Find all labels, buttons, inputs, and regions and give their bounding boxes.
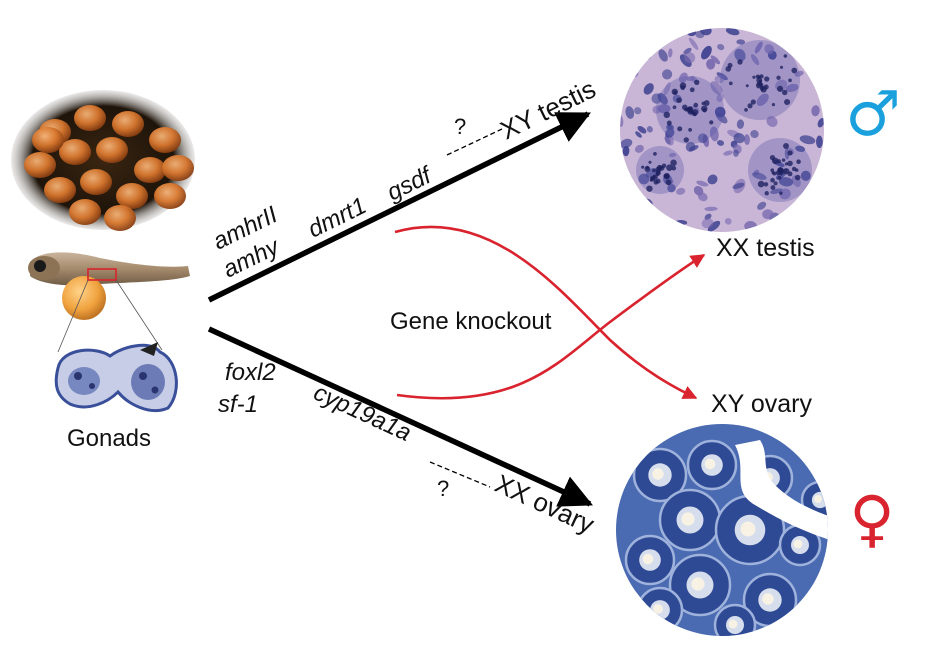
larva-image: [28, 252, 190, 353]
gonad-section-image: [54, 342, 178, 413]
testis-histology-image: [620, 28, 824, 232]
gene-cyp19a1a: cyp19a1a: [309, 379, 415, 447]
female-symbol-icon: ♀: [849, 482, 894, 555]
male-symbol-icon: ♂: [845, 77, 901, 150]
gonad-region-highlight: [87, 268, 117, 281]
xy-ovary-label: XY ovary: [711, 390, 812, 418]
ovary-histology-image: [616, 424, 828, 636]
gene-sf-1: sf-1: [218, 391, 258, 418]
gene-foxl2: foxl2: [225, 359, 276, 386]
gonads-label: Gonads: [67, 425, 151, 452]
male-unknown-marker: ?: [454, 114, 466, 139]
knockout-curve-to-xx-testis: [396, 253, 706, 400]
xx-ovary-label: XX ovary: [490, 468, 598, 539]
male-pathway-arrow: [207, 111, 591, 303]
male-unknown-dashed-link: [446, 128, 503, 156]
female-unknown-dashed-link: [429, 461, 491, 488]
fish-eggs-image: [11, 90, 195, 231]
knockout-curve-to-xy-ovary: [394, 225, 698, 400]
gene-knockout-label: Gene knockout: [390, 308, 552, 335]
xx-testis-label: XX testis: [716, 234, 815, 262]
female-unknown-marker: ?: [437, 476, 449, 501]
female-pathway-arrow: [207, 326, 593, 507]
